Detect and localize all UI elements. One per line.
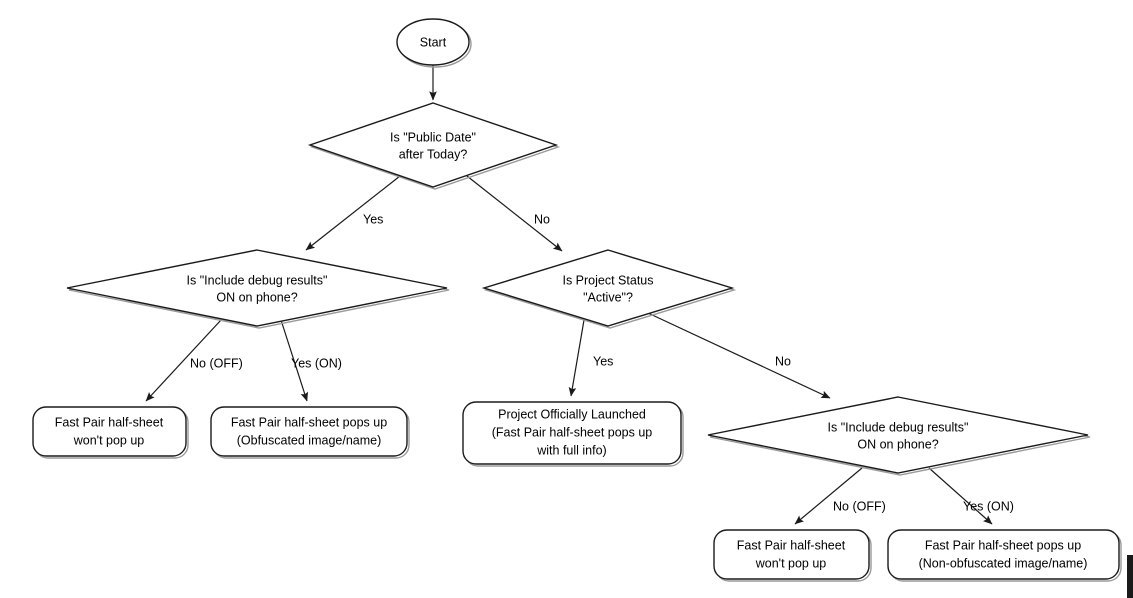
node-outcome-a-line1: Fast Pair half-sheet: [55, 415, 164, 429]
node-outcome-e-shape: [887, 529, 1120, 580]
node-debug-left-line1: Is "Include debug results": [187, 273, 328, 287]
edge-label-project-status-no: No: [775, 354, 791, 368]
edge-project-status-yes: Yes: [568, 319, 613, 397]
node-start[interactable]: Start: [396, 18, 472, 68]
edge-debug-left-yes: Yes (ON): [280, 319, 342, 402]
node-outcome-c-line3: with full info): [536, 443, 606, 457]
node-outcome-b-shape: [210, 406, 408, 457]
edge-public-date-yes: Yes: [305, 175, 401, 251]
node-debug-left-line2: ON on phone?: [216, 290, 297, 304]
node-outcome-a[interactable]: Fast Pair half-sheet won't pop up: [32, 406, 189, 459]
node-project-status-line2: "Active"?: [583, 290, 633, 304]
node-outcome-c[interactable]: Project Officially Launched (Fast Pair h…: [462, 401, 684, 467]
edge-public-date-no: No: [466, 175, 563, 252]
node-public-date-line1: Is "Public Date": [390, 130, 476, 144]
edge-label-project-status-yes: Yes: [593, 354, 613, 368]
edges-layer: Yes No No (OFF) Yes (ON) Yes: [145, 65, 1014, 525]
node-outcome-c-line1: Project Officially Launched: [498, 407, 646, 421]
node-outcome-b[interactable]: Fast Pair half-sheet pops up (Obfuscated…: [210, 406, 410, 459]
node-debug-right-line1: Is "Include debug results": [828, 420, 969, 434]
node-outcome-c-line2: (Fast Pair half-sheet pops up: [492, 425, 653, 439]
node-outcome-a-shape: [32, 406, 187, 457]
node-outcome-b-line1: Fast Pair half-sheet pops up: [231, 415, 387, 429]
edge-label-public-date-no: No: [534, 212, 550, 226]
node-public-date-shape: [307, 102, 559, 188]
edge-debug-right-yes: Yes (ON): [928, 467, 1014, 525]
edge-label-debug-left-no: No (OFF): [190, 356, 243, 370]
node-project-status-shape: [481, 249, 735, 327]
node-debug-left-shape: [66, 249, 448, 327]
node-outcome-b-line2: (Obfuscated image/name): [237, 433, 382, 447]
node-outcome-d-line2: won't pop up: [755, 556, 827, 570]
edge-label-debug-right-yes: Yes (ON): [963, 499, 1014, 513]
node-outcome-d-line1: Fast Pair half-sheet: [737, 538, 846, 552]
edge-project-status-no: No: [647, 312, 831, 399]
node-outcome-e-line2: (Non-obfuscated image/name): [919, 556, 1088, 570]
node-outcome-e-line1: Fast Pair half-sheet pops up: [925, 538, 1081, 552]
edge-debug-right-no: No (OFF): [794, 467, 886, 525]
node-debug-left-decision[interactable]: Is "Include debug results" ON on phone?: [66, 249, 450, 329]
node-outcome-d-shape: [713, 529, 870, 580]
node-project-status-line1: Is Project Status: [562, 273, 653, 287]
edge-label-debug-left-yes: Yes (ON): [291, 356, 342, 370]
node-public-date-line2: after Today?: [399, 147, 468, 161]
node-public-date-decision[interactable]: Is "Public Date" after Today?: [307, 102, 561, 190]
node-debug-right-line2: ON on phone?: [857, 437, 938, 451]
edge-debug-left-no: No (OFF): [145, 319, 243, 402]
node-outcome-e[interactable]: Fast Pair half-sheet pops up (Non-obfusc…: [887, 529, 1122, 582]
node-outcome-d[interactable]: Fast Pair half-sheet won't pop up: [713, 529, 872, 582]
node-outcome-a-line2: won't pop up: [73, 433, 145, 447]
edge-label-public-date-yes: Yes: [363, 212, 383, 226]
node-debug-right-shape: [707, 396, 1089, 474]
edge-label-debug-right-no: No (OFF): [833, 499, 886, 513]
node-debug-right-decision[interactable]: Is "Include debug results" ON on phone?: [707, 396, 1091, 476]
node-outcome-c-shape: [462, 401, 682, 465]
node-start-label: Start: [420, 35, 447, 49]
node-start-shape: [396, 18, 470, 66]
page-edge-marker: [1127, 555, 1133, 598]
node-project-status-decision[interactable]: Is Project Status "Active"?: [481, 249, 737, 329]
